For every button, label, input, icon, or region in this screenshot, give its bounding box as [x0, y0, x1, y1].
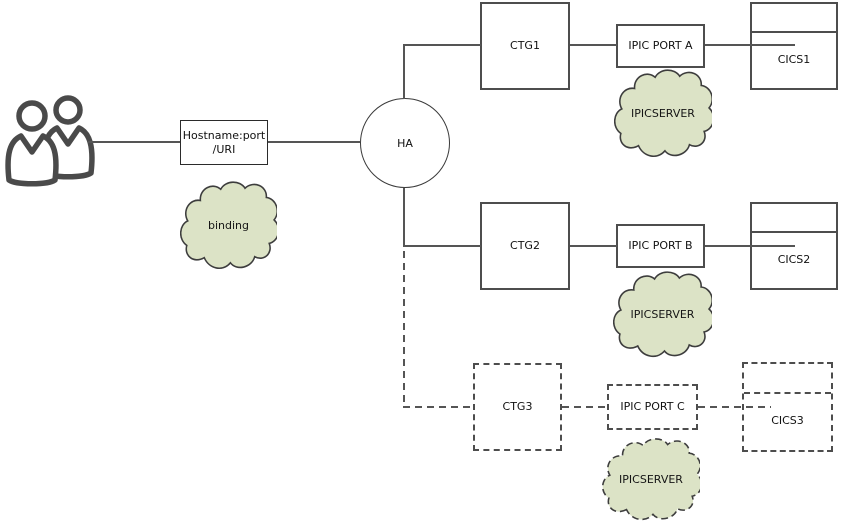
- cloud-shape: [602, 438, 700, 521]
- connector-ctg2-ipicB: [570, 245, 617, 247]
- ipic-port-b-label: IPIC PORT B: [628, 239, 693, 252]
- cloud-shape: [180, 181, 277, 270]
- ipic-port-a-label: IPIC PORT A: [628, 39, 693, 52]
- ipicserver-cloud-b: IPICSERVER: [613, 268, 712, 360]
- ipicserver-cloud-c: IPICSERVER: [602, 435, 700, 523]
- connector-ipicC-cics3-dashed: [698, 406, 771, 408]
- ha-node: HA: [360, 98, 450, 188]
- ipic-port-b-box: IPIC PORT B: [616, 224, 705, 268]
- ctg1-box: CTG1: [480, 2, 570, 90]
- ha-label: HA: [397, 136, 413, 150]
- cloud-shape: [614, 69, 712, 158]
- cics3-label: CICS3: [771, 414, 804, 427]
- hostname-line1: Hostname:port: [182, 128, 266, 142]
- ipic-port-c-box: IPIC PORT C: [607, 384, 698, 430]
- ctg2-box: CTG2: [480, 202, 570, 290]
- connector-ha-down-dashed: [403, 251, 405, 407]
- cics1-label: CICS1: [777, 53, 811, 66]
- connector-ipicA-cics1: [705, 44, 795, 46]
- hostname-uri-box: Hostname:port /URI: [180, 120, 268, 165]
- cloud-shape: [613, 271, 712, 358]
- ctg3-box: CTG3: [473, 363, 562, 451]
- connector-ha-up: [403, 45, 405, 99]
- connector-ctg1-ipicA: [570, 44, 617, 46]
- cics2-divider: [752, 231, 836, 233]
- users-icon: [4, 95, 100, 187]
- connector-up-ctg1: [403, 44, 481, 46]
- ctg2-label: CTG2: [510, 239, 540, 252]
- connector-ha-down: [403, 188, 405, 247]
- ctg3-label: CTG3: [502, 400, 533, 413]
- cics2-label: CICS2: [777, 253, 811, 266]
- cics1-divider: [752, 31, 836, 33]
- ipicserver-cloud-a: IPICSERVER: [614, 66, 712, 160]
- binding-cloud: binding: [180, 178, 277, 272]
- cics3-divider: [744, 392, 831, 394]
- cics1-box: CICS1: [750, 2, 838, 90]
- ctg1-label: CTG1: [510, 39, 540, 52]
- ipic-port-a-box: IPIC PORT A: [616, 24, 705, 68]
- connector-down-ctg3-dashed: [403, 406, 474, 408]
- connector-down-ctg2: [403, 245, 481, 247]
- hostname-line2: /URI: [212, 142, 236, 156]
- connector-ipicB-cics2: [705, 245, 795, 247]
- ipic-port-c-label: IPIC PORT C: [620, 400, 685, 413]
- connector-users-hostname: [88, 141, 180, 143]
- connector-hostname-ha: [268, 141, 360, 143]
- connector-ctg3-ipicC-dashed: [562, 406, 608, 408]
